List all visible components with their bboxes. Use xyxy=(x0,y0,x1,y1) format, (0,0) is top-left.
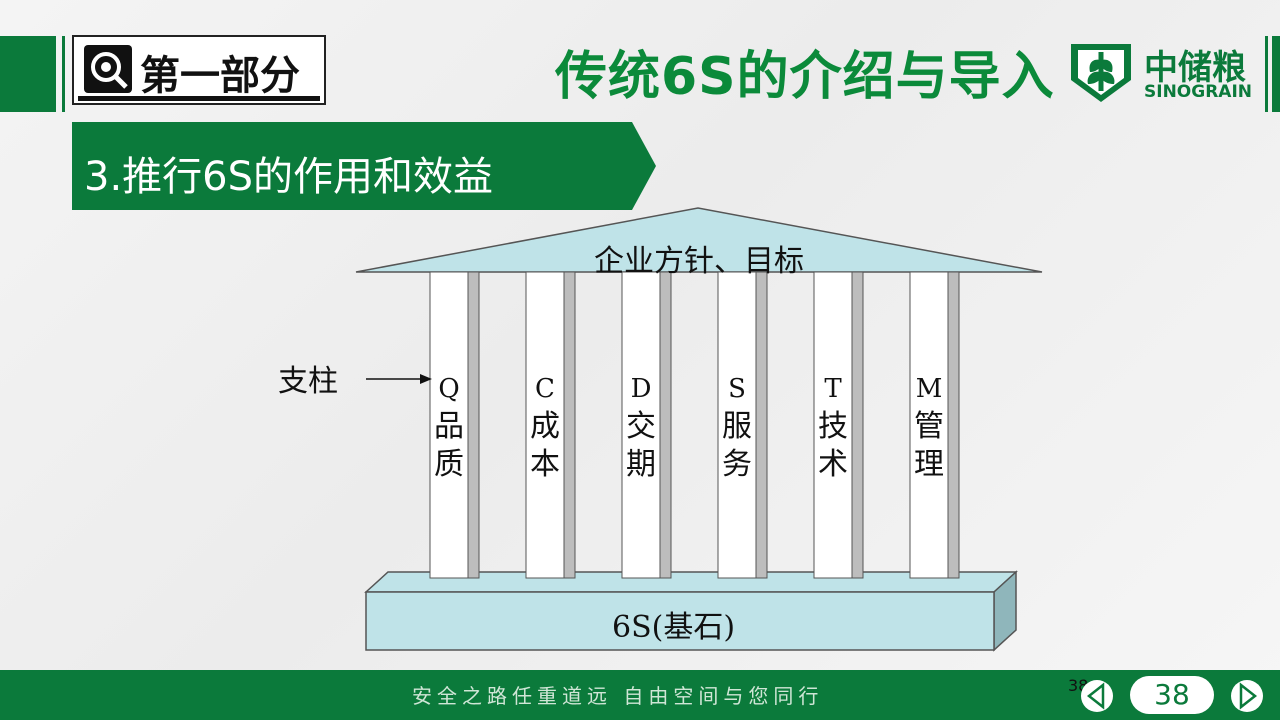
sinograin-logo: 中储粮 SINOGRAIN xyxy=(1066,36,1256,112)
pillar-t xyxy=(813,271,864,579)
footer-bar xyxy=(0,670,1280,720)
pillar-letter: S xyxy=(728,374,746,404)
roof xyxy=(355,207,1043,273)
next-slide-icon[interactable] xyxy=(1230,676,1264,716)
base-label: 6S(基石) xyxy=(612,610,736,645)
logo-chinese-text: 中储粮 xyxy=(1144,48,1246,88)
pillar-q xyxy=(429,271,480,579)
pillar-s xyxy=(717,271,768,579)
pillar-label-q: Q 品质 xyxy=(431,370,467,484)
target-icon xyxy=(84,45,132,93)
section-underline xyxy=(78,96,320,101)
pillar-label-m: M 管理 xyxy=(911,370,947,484)
page-title: 传统6S的介绍与导入 xyxy=(555,47,1055,107)
left-accent-bar xyxy=(0,36,56,112)
support-label: 支柱 xyxy=(278,364,338,399)
pillar-text: 技术 xyxy=(818,409,848,482)
subtitle-text: 3.推行6S的作用和效益 xyxy=(84,154,494,200)
base-front xyxy=(365,591,995,651)
pillar-text: 管理 xyxy=(914,409,944,482)
prev-slide-icon[interactable] xyxy=(1080,676,1114,716)
pillar-letter: C xyxy=(535,374,555,404)
pillar-text: 服务 xyxy=(722,409,752,482)
right-accent-bar xyxy=(1272,36,1280,112)
pillar-text: 交期 xyxy=(626,409,656,482)
pillar-letter: T xyxy=(824,374,842,404)
pillar-letter: Q xyxy=(438,374,460,404)
pillar-text: 成本 xyxy=(530,409,560,482)
pillar-d xyxy=(621,271,672,579)
section-badge: 第一部分 xyxy=(72,35,326,105)
pillar-label-s: S 服务 xyxy=(719,370,755,484)
pillar-m xyxy=(909,271,960,579)
section-title: 第一部分 xyxy=(140,53,300,99)
page-number: 38 xyxy=(1130,676,1214,714)
pillar-label-d: D 交期 xyxy=(623,370,659,484)
footer-slogan: 安全之路任重道远 自由空间与您同行 xyxy=(412,684,824,708)
roof-label: 企业方针、目标 xyxy=(594,244,804,279)
pillar-label-c: C 成本 xyxy=(527,370,563,484)
pillar-letter: M xyxy=(915,374,943,404)
pillar-text: 品质 xyxy=(434,409,464,482)
logo-english-text: SINOGRAIN xyxy=(1144,82,1253,102)
pillar-label-t: T 技术 xyxy=(815,370,851,484)
right-accent-line xyxy=(1265,36,1268,112)
support-arrow xyxy=(366,374,432,384)
subtitle-banner xyxy=(72,122,656,210)
pillar-c xyxy=(525,271,576,579)
left-accent-line xyxy=(62,36,65,112)
pillar-letter: D xyxy=(630,374,652,404)
wheat-logo-icon xyxy=(1071,44,1131,102)
